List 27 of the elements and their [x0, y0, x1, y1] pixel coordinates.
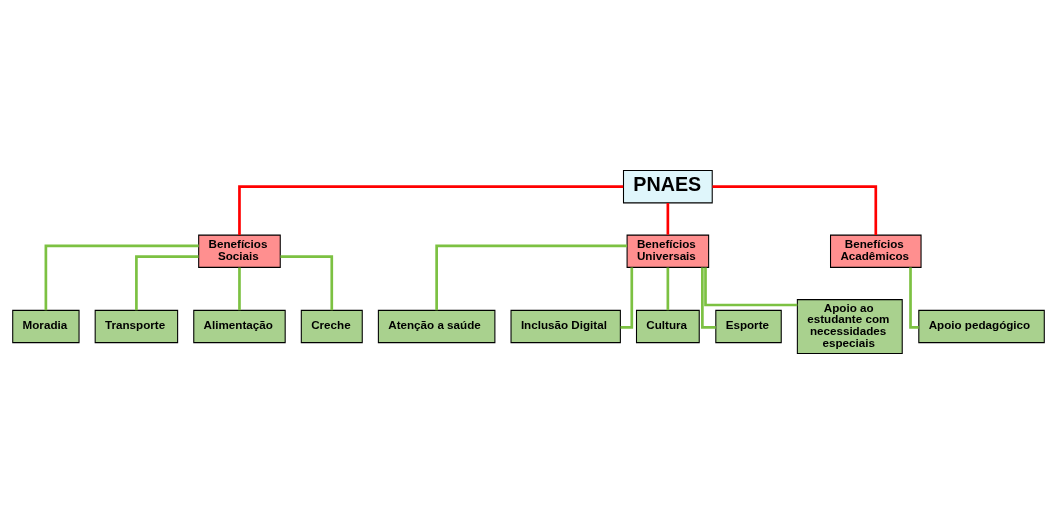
connector: [135, 255, 199, 311]
connector: [704, 267, 798, 307]
node-box: Esporte: [715, 309, 782, 344]
node-box: Alimentação: [193, 309, 286, 344]
node-box: Benefícios Acadêmicos: [830, 234, 922, 268]
connector: [280, 255, 334, 311]
node-box: Benefícios Universais: [626, 234, 710, 268]
node-box: Inclusão Digital: [510, 309, 621, 344]
connector: [44, 244, 199, 311]
connector: [238, 185, 624, 235]
connector: [238, 267, 241, 311]
connector: [435, 244, 628, 311]
node-box: Apoio ao estudante com necessidades especiais: [796, 299, 903, 354]
node-box: Transporte: [94, 309, 179, 344]
connector: [701, 267, 716, 329]
node-box: PNAES: [622, 170, 713, 204]
connector: [909, 267, 919, 329]
connector: [666, 267, 670, 311]
node-box: Apoio pedagógico: [918, 309, 1045, 344]
node-box: Moradia: [12, 309, 80, 344]
connector: [666, 203, 670, 235]
node-box: Benefícios Sociais: [198, 234, 281, 268]
node-box: Atenção a saúde: [377, 309, 496, 344]
connector: [712, 185, 878, 235]
connector: [620, 267, 634, 329]
node-box: Creche: [300, 309, 363, 344]
node-box: Cultura: [635, 309, 700, 344]
